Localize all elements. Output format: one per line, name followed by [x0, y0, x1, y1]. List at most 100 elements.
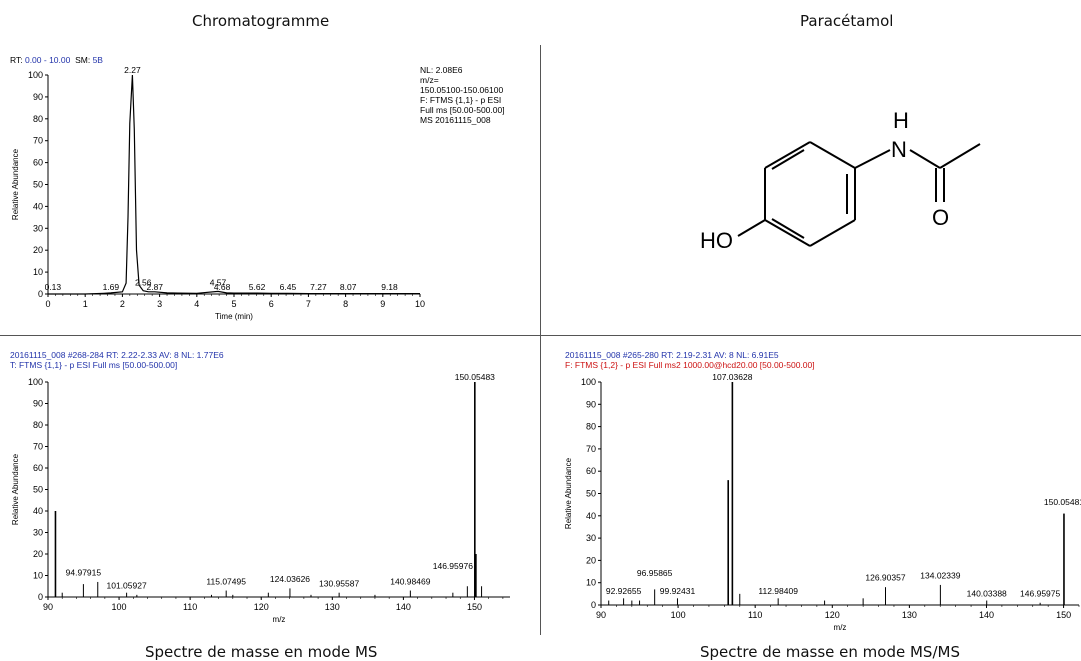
ms-header-line2: T: FTMS {1,1} - p ESI Full ms [50.00-500… [10, 360, 178, 370]
y-tick-label: 20 [33, 245, 43, 255]
x-tick-label: 120 [254, 602, 269, 612]
x-tick-label: 90 [596, 610, 606, 620]
chrom-nl-line: MS 20161115_008 [420, 115, 491, 125]
chrom-nl-line: F: FTMS {1,1} - p ESI [420, 95, 502, 105]
peak-label: 8.07 [340, 282, 357, 292]
peak-label: 96.95865 [637, 568, 673, 578]
molecule-caption: Paracétamol [800, 12, 894, 30]
x-tick-label: 6 [269, 299, 274, 309]
x-axis-label: m/z [834, 623, 847, 632]
y-tick-label: 40 [33, 201, 43, 211]
peak-label: 4.68 [214, 282, 231, 292]
y-tick-label: 100 [28, 377, 43, 387]
peak-label: 101.05927 [107, 581, 147, 591]
y-tick-label: 0 [38, 289, 43, 299]
x-tick-label: 5 [231, 299, 236, 309]
x-tick-label: 4 [194, 299, 199, 309]
y-tick-label: 0 [591, 600, 596, 610]
ring-bond [809, 141, 856, 169]
x-tick-label: 140 [979, 610, 994, 620]
y-tick-label: 100 [581, 377, 596, 387]
y-tick-label: 20 [586, 555, 596, 565]
peak-label: 124.03626 [270, 574, 310, 584]
y-tick-label: 90 [33, 92, 43, 102]
y-tick-label: 70 [33, 442, 43, 452]
y-tick-label: 0 [38, 592, 43, 602]
c-n-bond [854, 149, 891, 169]
peak-label: 146.95975 [1020, 588, 1060, 598]
y-tick-label: 30 [586, 533, 596, 543]
x-tick-label: 150 [467, 602, 482, 612]
peak-label: 6.45 [280, 282, 297, 292]
chromatogram-trace [48, 74, 420, 295]
x-tick-label: 2 [120, 299, 125, 309]
x-tick-label: 120 [825, 610, 840, 620]
chrom-nl-line: NL: 2.08E6 [420, 65, 463, 75]
x-tick-label: 100 [671, 610, 686, 620]
peak-label: 146.95976 [433, 561, 473, 571]
x-tick-label: 90 [43, 602, 53, 612]
peak-label: 2.27 [124, 65, 141, 75]
y-axis-label: Relative Abundance [11, 453, 20, 525]
chrom-header: RT: 0.00 - 10.00 SM: 5B [10, 55, 103, 65]
x-tick-label: 3 [157, 299, 162, 309]
msms-header-line1: 20161115_008 #265-280 RT: 2.19-2.31 AV: … [565, 350, 779, 360]
c-oh-bond [737, 219, 766, 237]
atom-o: O [932, 205, 949, 230]
x-tick-label: 8 [343, 299, 348, 309]
y-tick-label: 60 [586, 466, 596, 476]
chrom-nl-line: 150.05100-150.06100 [420, 85, 504, 95]
msms-header-line2: F: FTMS {1,2} - p ESI Full ms2 1000.00@h… [565, 360, 815, 370]
peak-label: 4.57 [210, 277, 227, 287]
peak-label: 1.69 [103, 282, 120, 292]
peak-label: 140.98469 [390, 576, 430, 586]
ms-caption: Spectre de masse en mode MS [145, 643, 378, 661]
ring-double-bond [771, 149, 805, 170]
x-tick-label: 130 [325, 602, 340, 612]
x-tick-label: 140 [396, 602, 411, 612]
y-axis-label: Relative Abundance [564, 457, 573, 529]
chrom-nl-line: Full ms [50.00-500.00] [420, 105, 505, 115]
peak-label: 140.03388 [967, 588, 1007, 598]
atom-h: H [893, 108, 909, 133]
atom-ho: HO [700, 228, 733, 253]
ring-bond [764, 219, 811, 247]
x-tick-label: 130 [902, 610, 917, 620]
horizontal-divider [0, 335, 1081, 336]
x-tick-label: 150 [1056, 610, 1071, 620]
y-tick-label: 80 [33, 114, 43, 124]
x-axis-label: m/z [273, 615, 286, 624]
x-tick-label: 10 [415, 299, 425, 309]
ms-header: 20161115_008 #268-284 RT: 2.22-2.33 AV: … [10, 350, 224, 370]
y-tick-label: 50 [33, 180, 43, 190]
peak-label: 7.27 [310, 282, 327, 292]
peak-label: 99.92431 [660, 586, 696, 596]
methyl-bond [939, 143, 981, 169]
y-tick-label: 40 [586, 511, 596, 521]
y-tick-label: 10 [33, 571, 43, 581]
x-tick-label: 110 [183, 602, 197, 612]
y-tick-label: 20 [33, 549, 43, 559]
n-c-bond [909, 149, 941, 169]
x-tick-label: 9 [380, 299, 385, 309]
peak-label: 107.03628 [712, 372, 752, 382]
peak-label: 92.92655 [606, 586, 642, 596]
msms-header: 20161115_008 #265-280 RT: 2.19-2.31 AV: … [565, 350, 815, 370]
y-tick-label: 50 [33, 485, 43, 495]
chromatogram-caption: Chromatogramme [192, 12, 330, 30]
chrom-rt-label: RT: [10, 55, 25, 65]
x-tick-label: 110 [748, 610, 762, 620]
peak-label: 130.95587 [319, 578, 359, 588]
ms-header-line1: 20161115_008 #268-284 RT: 2.22-2.33 AV: … [10, 350, 224, 360]
y-tick-label: 10 [33, 267, 43, 277]
y-tick-label: 100 [28, 70, 43, 80]
y-tick-label: 60 [33, 463, 43, 473]
chrom-rt-value: 0.00 - 10.00 [24, 55, 71, 65]
peak-label: 150.05481 [1044, 497, 1081, 507]
chrom-sm-value: 5B [92, 55, 103, 65]
x-tick-label: 0 [45, 299, 50, 309]
paracetamol-structure: H N O HO [700, 108, 981, 253]
